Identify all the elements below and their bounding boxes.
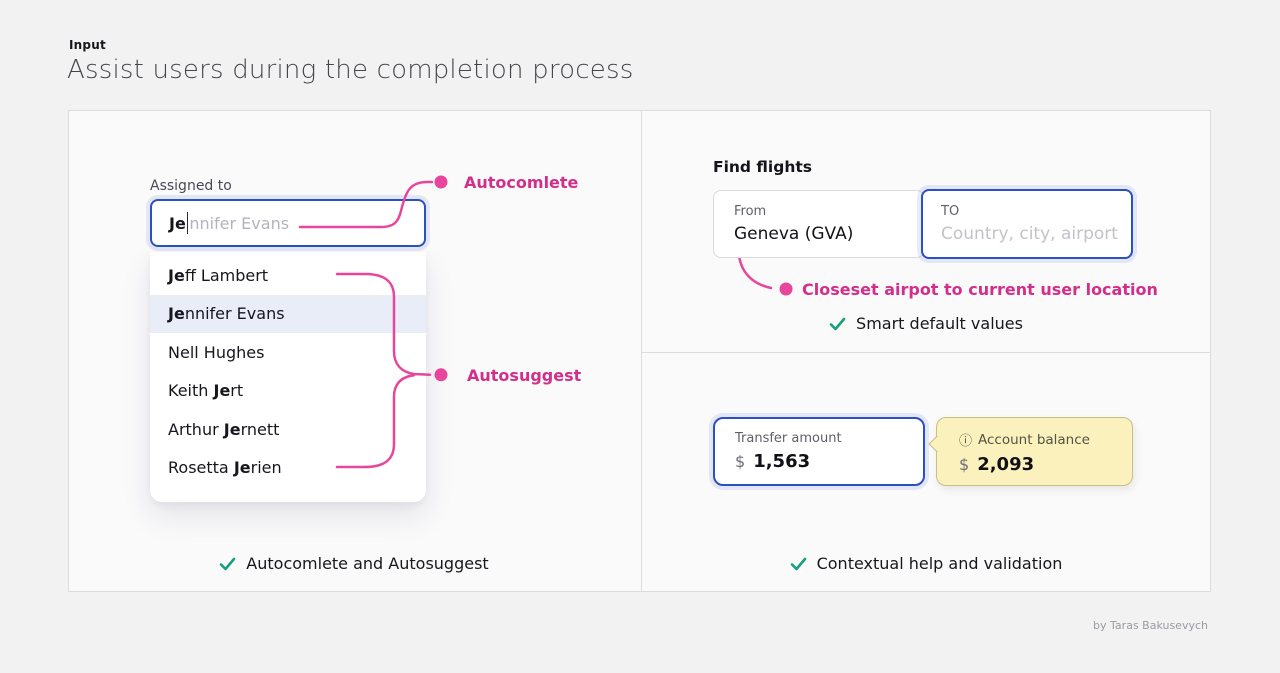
suggestion-item[interactable]: Rosetta Jerien [168,458,282,478]
typed-text: Je [169,213,186,233]
closest-airport-annotation: Closeset airpot to current user location [802,280,1158,299]
account-balance-value: 2,093 [977,454,1035,475]
suggestion-item[interactable]: Arthur Jernett [168,419,280,439]
from-field[interactable]: From Geneva (GVA) [713,190,925,258]
to-field-placeholder: Country, city, airport [941,224,1118,244]
find-flights-title: Find flights [713,158,812,176]
account-balance-tooltip: ⓘ Account balance $ 2,093 [936,417,1133,486]
transfer-amount-field[interactable]: Transfer amount $ 1,563 [713,417,925,486]
check-icon [219,557,236,570]
suggestion-item[interactable]: Jeff Lambert [168,265,269,285]
section-eyebrow: Input [69,38,106,52]
transfer-amount-label: Transfer amount [735,431,842,446]
smart-defaults-check: Smart default values [641,314,1211,333]
author-credit: by Taras Bakusevych [1093,619,1208,632]
assigned-to-label: Assigned to [150,178,232,194]
inline-completion-text: nnifer Evans [189,213,290,233]
check-icon [829,317,846,330]
transfer-amount-value: 1,563 [753,451,811,472]
from-field-label: From [734,204,767,219]
currency-symbol: $ [959,455,970,474]
vertical-divider [641,111,642,591]
to-field-label: TO [941,204,960,219]
account-balance-label: Account balance [978,431,1090,448]
page-title: Assist users during the completion proce… [67,55,634,85]
horizontal-divider [642,352,1210,353]
suggestion-item-selected[interactable]: Jennifer Evans [150,294,426,333]
autocomplete-annotation: Autocomlete [464,173,579,192]
suggestion-item[interactable]: Nell Hughes [168,342,265,362]
info-icon: ⓘ [959,434,973,449]
suggestion-item[interactable]: Keith Jert [168,381,244,401]
currency-symbol: $ [735,452,746,471]
to-field[interactable]: TO Country, city, airport [921,189,1133,259]
text-caret [186,212,189,234]
contextual-help-check: Contextual help and validation [641,554,1211,573]
from-field-value: Geneva (GVA) [734,224,854,244]
suggestion-dropdown: Jeff Lambert Jennifer Evans Nell Hughes … [150,252,426,502]
autosuggest-annotation: Autosuggest [467,366,582,385]
autocomplete-autosuggest-check: Autocomlete and Autosuggest [68,554,640,573]
check-icon [790,557,806,570]
